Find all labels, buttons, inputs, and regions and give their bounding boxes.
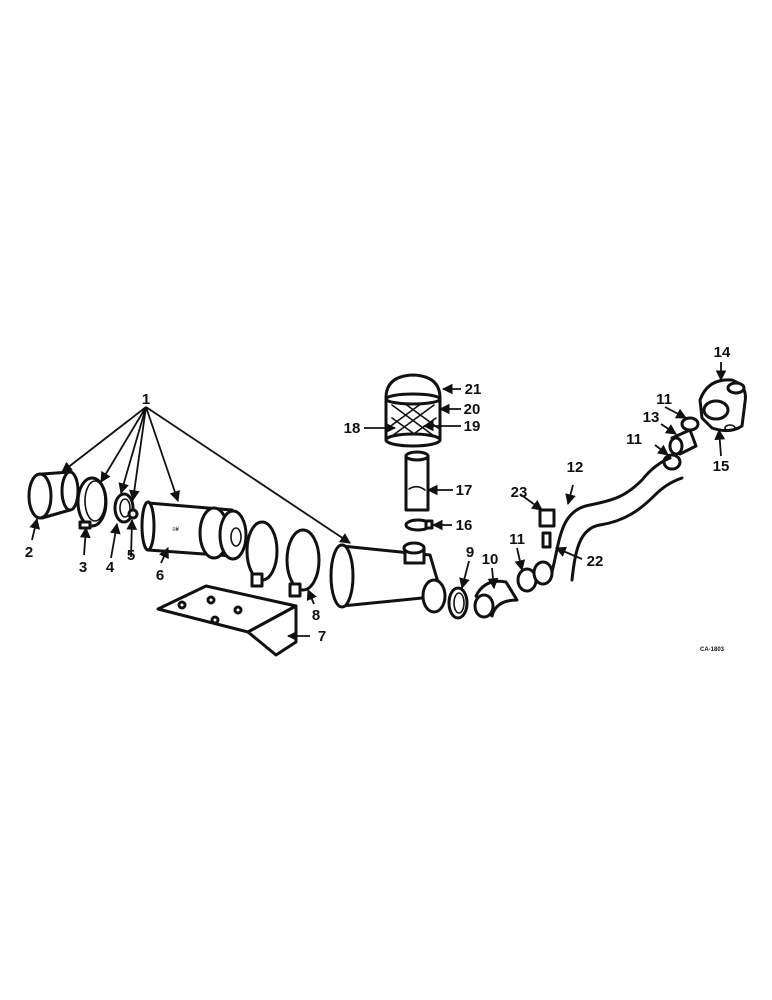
callout-11-middle: 11 (626, 431, 642, 448)
restriction-indicator-part (538, 508, 556, 549)
precleaner-screen-part (384, 398, 442, 448)
callout-5: 5 (127, 547, 135, 564)
callout-7: 7 (318, 628, 326, 645)
clamp-band-part (76, 476, 108, 530)
callout-12: 12 (567, 459, 584, 476)
hose-sleeve-part (532, 560, 554, 586)
air-cleaner-body-part (329, 541, 447, 614)
mounting-bracket-part (156, 584, 298, 657)
mounting-band-left (245, 520, 279, 588)
hose-sleeve-upper-part (668, 428, 698, 456)
callout-4: 4 (106, 559, 115, 576)
callout-21: 21 (465, 381, 482, 398)
wing-nut-part (127, 508, 139, 520)
callout-labels: 1 2 3 4 5 6 7 8 9 10 11 11 11 12 13 14 1… (25, 344, 731, 653)
filter-element-marking: ≡# (172, 527, 180, 533)
callout-22: 22 (587, 553, 604, 570)
callout-23: 23 (511, 484, 528, 501)
callout-9: 9 (466, 544, 474, 561)
hose-clamp-upper-part (680, 416, 700, 432)
callout-17: 17 (456, 482, 473, 499)
drawing-code: CA-1803 (700, 647, 725, 653)
stack-clamp-part (404, 518, 434, 532)
callout-1: 1 (142, 391, 150, 408)
precleaner-cap-part (384, 373, 442, 406)
inlet-elbow-part (698, 378, 747, 433)
callout-11-upper: 11 (656, 391, 672, 408)
callout-14: 14 (714, 344, 731, 361)
end-cap-part (27, 470, 80, 520)
callout-6: 6 (156, 567, 164, 584)
callout-13: 13 (643, 409, 660, 426)
callout-16: 16 (456, 517, 473, 534)
callout-10: 10 (482, 551, 499, 568)
callout-18: 18 (344, 420, 361, 437)
callout-8: 8 (312, 607, 320, 624)
callout-19: 19 (464, 418, 481, 435)
stack-tube-part (404, 450, 430, 512)
intake-pipe-part (550, 456, 684, 582)
callout-11-lower: 11 (509, 531, 525, 548)
callout-15: 15 (713, 458, 730, 475)
mounting-band-right (285, 528, 321, 598)
callout-3: 3 (79, 559, 87, 576)
hose-clamp-middle-part (662, 453, 682, 471)
leader-lines (29, 362, 727, 642)
filter-element-part: ≡# (140, 500, 248, 561)
elbow-hose-part (473, 579, 519, 619)
callout-20: 20 (464, 401, 481, 418)
callout-2: 2 (25, 544, 33, 561)
outlet-gasket-part (447, 586, 469, 620)
